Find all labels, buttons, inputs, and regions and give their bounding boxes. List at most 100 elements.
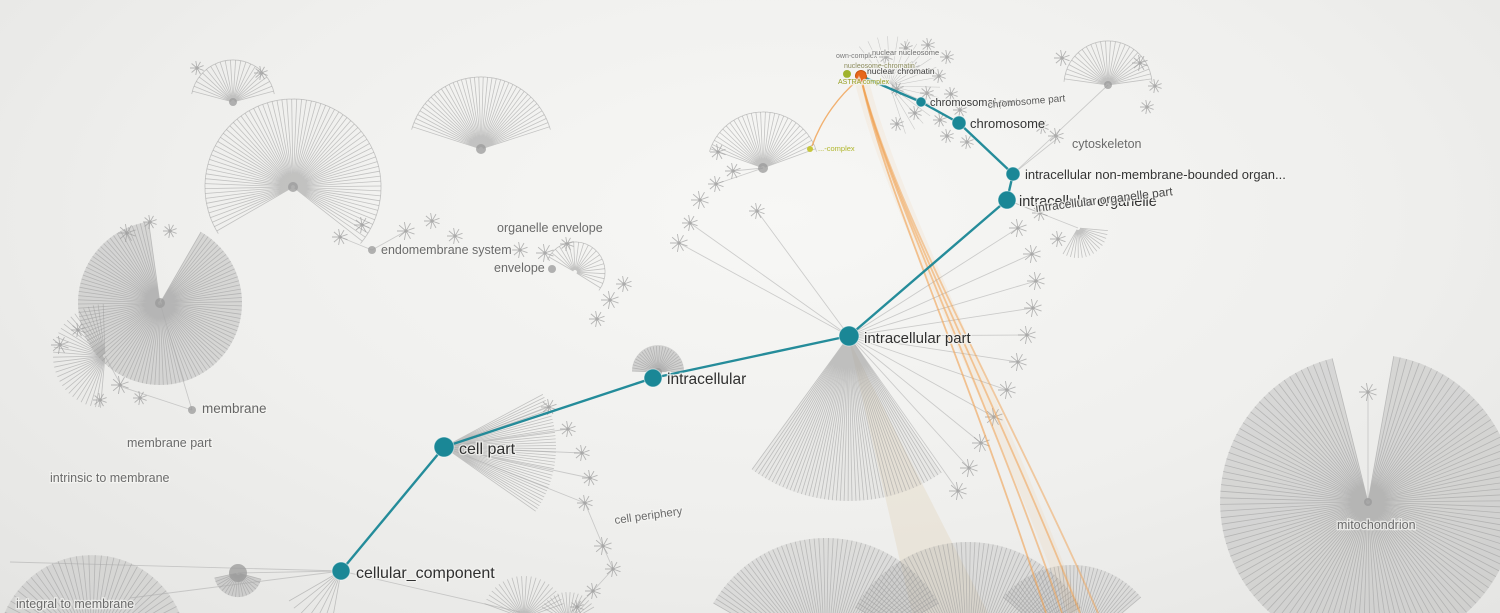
label-astra-complex[interactable]: ASTRA complex <box>837 78 891 88</box>
collapsed-node-burst[interactable] <box>577 495 593 511</box>
collapsed-node-burst[interactable] <box>560 237 574 251</box>
label-envelope[interactable]: envelope <box>493 260 546 277</box>
go-term-node-nuclear-chromatin[interactable] <box>855 70 867 82</box>
collapsed-node-burst[interactable] <box>960 459 978 477</box>
collapsed-node-burst[interactable] <box>601 291 619 309</box>
collapsed-node-burst[interactable] <box>940 50 954 64</box>
collapsed-node-burst[interactable] <box>691 191 709 209</box>
cluster-node-dot[interactable] <box>229 98 237 106</box>
label-intracellular-part[interactable]: intracellular part <box>863 329 973 349</box>
cluster-fan[interactable] <box>52 303 106 408</box>
collapsed-node-burst[interactable] <box>682 215 698 231</box>
label-yellow-complex[interactable]: ...-complex <box>817 143 856 155</box>
cluster-fan[interactable] <box>484 576 564 613</box>
collapsed-node-burst[interactable] <box>447 228 463 244</box>
collapsed-node-burst[interactable] <box>118 224 136 242</box>
collapsed-node-burst[interactable] <box>51 336 69 354</box>
collapsed-node-burst[interactable] <box>1024 299 1042 317</box>
go-term-node-yellow-complex-node[interactable] <box>807 146 813 152</box>
collapsed-node-burst[interactable] <box>1035 120 1049 134</box>
cluster-node-dot[interactable] <box>758 163 768 173</box>
collapsed-node-burst[interactable] <box>920 86 934 100</box>
label-endomembrane-system[interactable]: endomembrane system <box>380 242 513 259</box>
label-intrinsic-to-membrane[interactable]: intrinsic to membrane <box>49 470 171 487</box>
collapsed-node-burst[interactable] <box>190 61 204 75</box>
label-cell-periphery[interactable]: cell periphery <box>612 504 684 528</box>
cluster-fan[interactable] <box>541 592 595 613</box>
cluster-fan[interactable] <box>412 76 550 149</box>
collapsed-node-burst[interactable] <box>536 244 554 262</box>
go-term-node-intracellular-non-membrane-bounded-organelle[interactable] <box>1005 166 1021 182</box>
cluster-node-dot[interactable] <box>155 298 165 308</box>
cluster-fan[interactable] <box>1064 41 1152 86</box>
collapsed-node-burst[interactable] <box>921 38 935 52</box>
cluster-node-dot[interactable] <box>188 406 196 414</box>
cluster-fan[interactable] <box>1062 227 1108 259</box>
cluster-node-dot[interactable] <box>288 182 298 192</box>
collapsed-node-burst[interactable] <box>708 176 724 192</box>
cluster-node-dot[interactable] <box>1104 81 1112 89</box>
label-membrane-part[interactable]: membrane part <box>126 435 214 452</box>
cluster-fan[interactable] <box>1219 356 1500 613</box>
cluster-fan[interactable] <box>855 541 1081 613</box>
collapsed-node-burst[interactable] <box>1023 245 1041 263</box>
collapsed-node-burst[interactable] <box>1050 231 1066 247</box>
collapsed-node-burst[interactable] <box>1054 50 1070 66</box>
label-intracellular-organelle[interactable]: intracellular organelle <box>1018 193 1158 212</box>
collapsed-node-burst[interactable] <box>93 393 107 407</box>
cluster-fan[interactable] <box>548 241 606 289</box>
label-cellular-component[interactable]: cellular_component <box>355 564 497 584</box>
collapsed-node-burst[interactable] <box>670 234 688 252</box>
collapsed-node-burst[interactable] <box>512 242 528 258</box>
collapsed-node-burst[interactable] <box>594 537 612 555</box>
label-own-complex[interactable]: own-complex <box>835 52 879 62</box>
go-term-node-cellular_component[interactable] <box>331 561 351 581</box>
collapsed-node-burst[interactable] <box>908 106 922 120</box>
cluster-fan[interactable] <box>710 111 816 168</box>
go-term-node-chromosomal-part[interactable] <box>915 96 927 108</box>
collapsed-node-burst[interactable] <box>1018 326 1036 344</box>
collapsed-node-burst[interactable] <box>725 163 741 179</box>
collapsed-node-burst[interactable] <box>710 144 726 160</box>
collapsed-node-burst[interactable] <box>1359 383 1377 401</box>
collapsed-node-burst[interactable] <box>585 583 601 599</box>
collapsed-node-burst[interactable] <box>424 213 440 229</box>
collapsed-node-burst[interactable] <box>1148 79 1162 93</box>
collapsed-node-burst[interactable] <box>354 217 370 233</box>
collapsed-node-burst[interactable] <box>944 87 958 101</box>
label-chromosome-part[interactable]: chromosome part <box>986 92 1067 112</box>
label-cell-part[interactable]: cell part <box>458 440 517 460</box>
go-term-node-intracellular[interactable] <box>643 368 663 388</box>
label-mitochondrion[interactable]: mitochondrion <box>1336 517 1417 534</box>
label-membrane[interactable]: membrane <box>201 400 268 418</box>
collapsed-node-burst[interactable] <box>933 113 947 127</box>
collapsed-node-burst[interactable] <box>574 445 590 461</box>
label-nucleosome-chromatin[interactable]: nucleosome-chromatin <box>843 62 916 72</box>
collapsed-node-burst[interactable] <box>953 103 967 117</box>
go-term-node-cell-part[interactable] <box>433 436 455 458</box>
collapsed-node-burst[interactable] <box>143 215 157 229</box>
collapsed-node-burst[interactable] <box>940 129 954 143</box>
collapsed-node-burst[interactable] <box>570 600 584 613</box>
label-nuclear-chromatin[interactable]: nuclear chromatin <box>866 65 936 78</box>
collapsed-node-burst[interactable] <box>899 41 913 55</box>
label-intracellular-organelle-part[interactable]: intracellular organelle part <box>1033 183 1175 216</box>
collapsed-node-burst[interactable] <box>332 229 348 245</box>
cluster-node-dot[interactable] <box>548 265 556 273</box>
go-term-node-green-complex-node[interactable] <box>843 70 851 78</box>
collapsed-node-burst[interactable] <box>1009 353 1027 371</box>
collapsed-node-burst[interactable] <box>998 381 1016 399</box>
collapsed-node-burst[interactable] <box>972 434 990 452</box>
cluster-node-dot[interactable] <box>229 564 247 582</box>
collapsed-node-burst[interactable] <box>589 311 605 327</box>
label-cytoskeleton[interactable]: cytoskeleton <box>1071 136 1143 153</box>
collapsed-node-burst[interactable] <box>616 276 632 292</box>
cluster-fan[interactable] <box>751 337 942 502</box>
go-term-node-chromosome[interactable] <box>951 115 967 131</box>
label-nuclear-nucleosome[interactable]: nuclear nucleosome <box>871 47 941 59</box>
go-term-node-intracellular-organelle[interactable] <box>997 190 1017 210</box>
cluster-fan[interactable] <box>1002 564 1142 613</box>
go-term-node-intracellular-part[interactable] <box>838 325 860 347</box>
